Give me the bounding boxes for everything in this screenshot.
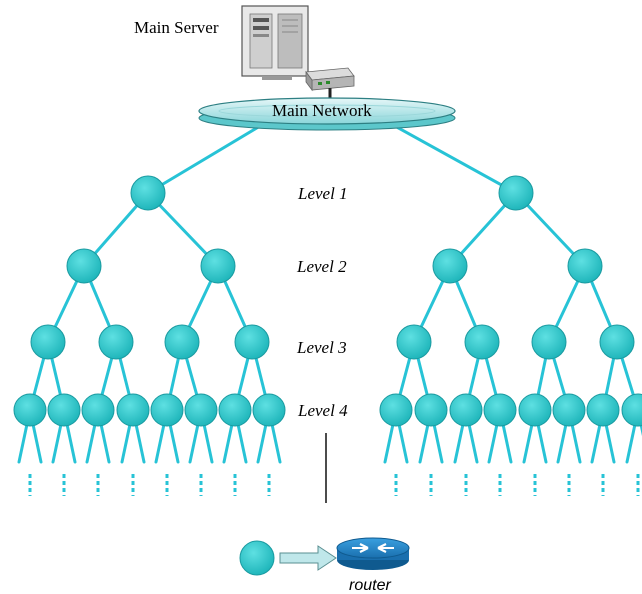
- continuation-dashes: [28, 474, 640, 496]
- level-4-node: [586, 393, 620, 427]
- level-3-node: [396, 324, 432, 360]
- level-4-label: Level 4: [297, 401, 348, 420]
- level-2-node: [432, 248, 468, 284]
- level-4-node: [252, 393, 286, 427]
- level-1-label: Level 1: [297, 184, 348, 203]
- level-4-node: [414, 393, 448, 427]
- level-4-node: [621, 393, 642, 427]
- level-4-node: [47, 393, 81, 427]
- level-3-node: [464, 324, 500, 360]
- level-4-node: [518, 393, 552, 427]
- legend: router: [239, 537, 410, 594]
- server-tower-icon: [241, 5, 309, 80]
- level-3-node: [234, 324, 270, 360]
- level-4-node: [449, 393, 483, 427]
- legend-node-circle: [239, 540, 275, 576]
- level-3-node: [599, 324, 635, 360]
- level-3-node: [98, 324, 134, 360]
- level-1-node: [498, 175, 534, 211]
- level-4-node: [13, 393, 47, 427]
- tree-link: [382, 118, 518, 195]
- level-4-node: [218, 393, 252, 427]
- level-1-node: [130, 175, 166, 211]
- level-4-node: [81, 393, 115, 427]
- main-server-label: Main Server: [134, 18, 219, 37]
- router-icon: [336, 537, 410, 570]
- level-3-node: [531, 324, 567, 360]
- tree-link: [146, 118, 272, 195]
- main-network-label: Main Network: [272, 101, 372, 120]
- level-4-node: [116, 393, 150, 427]
- level-3-node: [30, 324, 66, 360]
- network-switch-icon: [305, 67, 355, 100]
- main-network-ring: [198, 97, 456, 131]
- level-4-node: [150, 393, 184, 427]
- level-2-label: Level 2: [296, 257, 347, 276]
- level-4-node: [552, 393, 586, 427]
- level-3-label: Level 3: [296, 338, 347, 357]
- level-4-node: [483, 393, 517, 427]
- right-arrow-icon: [279, 545, 337, 571]
- level-4-node: [184, 393, 218, 427]
- level-3-node: [164, 324, 200, 360]
- level-4-node: [379, 393, 413, 427]
- tree-nodes: [13, 175, 642, 427]
- level-2-node: [66, 248, 102, 284]
- router-label: router: [349, 577, 391, 594]
- level-2-node: [567, 248, 603, 284]
- level-2-node: [200, 248, 236, 284]
